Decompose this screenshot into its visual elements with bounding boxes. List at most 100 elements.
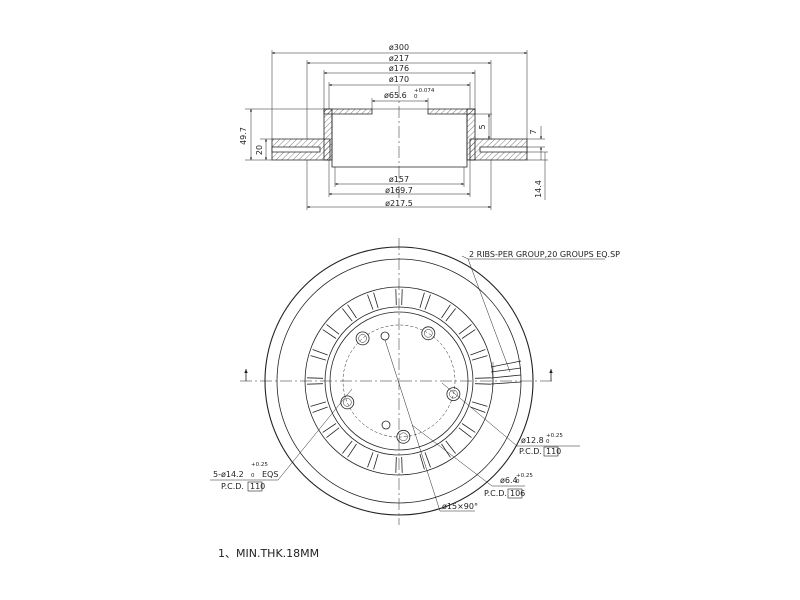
hole-128-pcd-box	[543, 446, 559, 457]
rib	[445, 308, 456, 322]
rib	[322, 423, 337, 433]
rib	[470, 406, 486, 413]
bolt-hole	[396, 429, 411, 444]
hole-128-tol-lower: 0	[546, 439, 550, 445]
rib	[312, 406, 328, 413]
hat-inner-outline	[331, 114, 468, 168]
hole-128-pcd-value: 110	[546, 447, 561, 456]
hat-top-right	[427, 108, 476, 115]
rib	[461, 329, 476, 339]
hole-64-tol-lower: 0	[516, 479, 520, 485]
rib	[461, 423, 476, 433]
dim-flange: 7	[529, 129, 538, 134]
hole-128-note: ø12.8	[521, 436, 544, 445]
bolt-hole-leader	[210, 388, 353, 481]
rib-detail-lines	[490, 360, 522, 385]
rib	[474, 377, 491, 379]
bolt-hole	[446, 387, 461, 402]
dim-d65: ø65.6	[384, 91, 407, 100]
bolt-hole-suffix: EQS	[262, 470, 278, 479]
rib	[424, 452, 431, 468]
hole-64-tol-upper: +0.25	[516, 473, 533, 479]
rib	[395, 289, 397, 306]
rib	[401, 456, 403, 473]
hole-64-pcd-value: 106	[510, 489, 525, 498]
rib	[419, 292, 425, 309]
dim-d2175: ø217.5	[385, 199, 413, 208]
cooling-ribs	[307, 289, 491, 473]
vent-ring-inner	[324, 306, 474, 456]
dim-d65-tol-lower: 0	[414, 94, 418, 100]
dim-overall-height: 49.7	[239, 127, 248, 145]
rib	[458, 324, 472, 335]
rib	[342, 440, 353, 454]
hat-top-left	[323, 108, 373, 115]
right-dimensions: 5 7 14.4	[475, 113, 548, 200]
rib	[470, 349, 486, 356]
dim-min-thickness: 14.4	[534, 180, 543, 198]
rib	[367, 294, 374, 310]
dim-rotor-thickness: 20	[255, 145, 264, 155]
rib	[342, 308, 353, 322]
rib	[326, 427, 340, 438]
bolt-hole	[421, 326, 436, 341]
rib	[373, 292, 379, 309]
dim-d300: ø300	[389, 43, 409, 52]
bolt-hole-inner	[424, 329, 433, 338]
rib	[310, 355, 327, 361]
hole-64-pcd-label: P.C.D.	[484, 489, 507, 498]
hole-128-pcd-label: P.C.D.	[519, 447, 542, 456]
bolt-holes	[340, 326, 461, 444]
hole-128-leader	[441, 382, 580, 447]
bolt-hole-inner	[358, 334, 367, 343]
rib	[312, 349, 328, 356]
rib	[424, 294, 431, 310]
left-dimensions: 49.7 20	[239, 108, 324, 161]
locating-hole	[381, 420, 391, 430]
hole-64-leader	[411, 424, 525, 487]
rib-note-leader	[461, 255, 605, 373]
locating-hole	[380, 331, 390, 341]
rib	[441, 304, 451, 319]
rib	[471, 355, 488, 361]
bolt-hole-note: 5-ø14.2	[213, 470, 244, 479]
bolt-hole-tol-upper: +0.25	[251, 462, 268, 468]
rib	[458, 427, 472, 438]
section-view: ø300 ø217 ø176 ø170 ø65.6 +0.074 0	[239, 43, 548, 210]
dim-d176: ø176	[389, 64, 409, 73]
pcd-circle	[342, 324, 456, 438]
bottom-dimensions: ø157 ø169.7 ø217.5	[306, 160, 492, 210]
rib	[322, 329, 337, 339]
dim-d217: ø217	[389, 54, 409, 63]
rotor-slot-right	[479, 146, 528, 153]
bolt-hole-inner	[399, 432, 408, 442]
hole-128-tol-upper: +0.25	[546, 433, 563, 439]
hat-wall-left	[323, 108, 333, 161]
rib	[474, 383, 491, 385]
footnote: 1、MIN.THK.18MM	[218, 547, 319, 560]
outer-rim	[264, 246, 534, 516]
bolt-hole-pcd-box	[247, 481, 263, 492]
bolt-hole-pcd-label: P.C.D.	[221, 482, 244, 491]
dim-d170: ø170	[389, 75, 409, 84]
rib	[419, 453, 425, 470]
rib	[445, 440, 456, 454]
dim-d157: ø157	[389, 175, 409, 184]
bolt-hole-pcd-value: 110	[250, 482, 265, 491]
bolt-hole-inner	[449, 389, 458, 399]
braking-surface-outer	[276, 258, 522, 504]
rib	[310, 401, 327, 407]
rib	[373, 453, 379, 470]
chamfer-note: ø15×90°	[442, 502, 478, 511]
rib	[326, 324, 340, 335]
bolt-hole-tol-lower: 0	[251, 473, 255, 479]
bolt-hole-inner	[343, 398, 352, 407]
rib	[347, 304, 357, 319]
rotor-slot-left	[271, 146, 321, 153]
top-dimensions: ø300 ø217 ø176 ø170 ø65.6 +0.074 0	[271, 43, 528, 139]
dim-hat-step: 5	[478, 124, 487, 129]
rib	[367, 452, 374, 468]
hole-64-note: ø6.4	[500, 476, 518, 485]
rib-note: 2 RIBS-PER GROUP,20 GROUPS EQ.SP	[469, 250, 620, 259]
bolt-hole	[355, 331, 370, 346]
